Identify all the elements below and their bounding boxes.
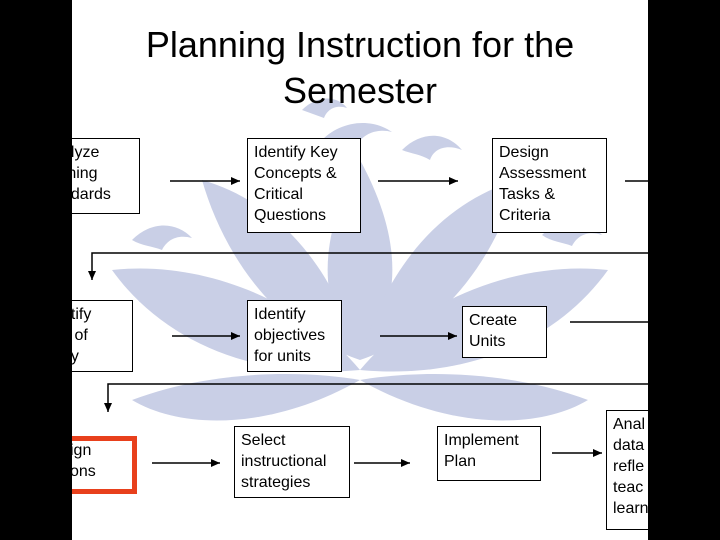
step-analyze-learning-standards: alyze rning ndards bbox=[72, 138, 140, 214]
step-identify-key-concepts: Identify Key Concepts & Critical Questio… bbox=[247, 138, 361, 233]
step-analyze-data-reflect: Anal data refle teac learn bbox=[606, 410, 648, 530]
step-select-instructional-strategies: Select instructional strategies bbox=[234, 426, 350, 498]
connector-row2-to-row3 bbox=[104, 383, 648, 412]
step-implement-plan: Implement Plan bbox=[437, 426, 541, 481]
flow-connectors bbox=[88, 177, 648, 467]
slide-title-line-1: Planning Instruction for the bbox=[145, 24, 575, 65]
slide: Planning Instruction for the Semester bbox=[72, 0, 648, 540]
connector-row1-to-row2 bbox=[88, 252, 648, 280]
slide-title-line-2: Semester bbox=[282, 70, 438, 111]
step-create-units: Create Units bbox=[462, 306, 547, 358]
step-design-lessons: sign sons bbox=[72, 442, 96, 480]
step-identify-units-of-study: ntify s of dy bbox=[72, 300, 133, 372]
step-identify-objectives-for-units: Identify objectives for units bbox=[247, 300, 342, 372]
highlight-box bbox=[72, 436, 137, 494]
step-design-assessment-tasks: Design Assessment Tasks & Criteria bbox=[492, 138, 607, 233]
